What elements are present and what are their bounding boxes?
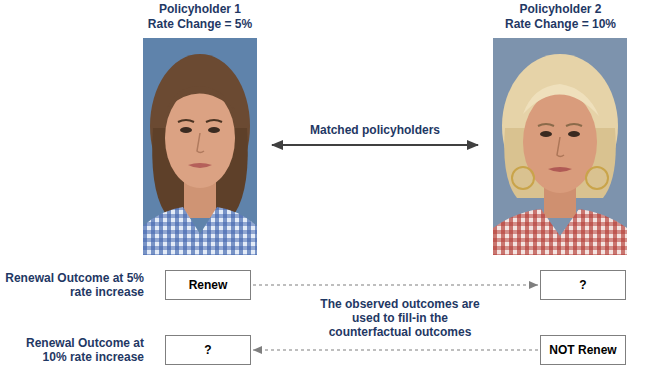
policyholder-node: Policyholder 1Rate Change = 5% (130, 2, 270, 256)
row-label: Renewal Outcome at 5% rate increase (2, 271, 144, 299)
outcome-text: ? (204, 343, 211, 357)
photo-shape (493, 38, 627, 255)
photo-shape (568, 131, 580, 137)
portrait-photo (143, 38, 257, 255)
photo-shape (586, 167, 608, 189)
outcome-text: Renew (189, 278, 228, 292)
photo-shape (523, 84, 599, 116)
outcome-box: ? (540, 270, 626, 300)
photo-shape (143, 207, 257, 255)
policyholder-node: Policyholder 2Rate Change = 10% (480, 2, 641, 256)
policyholder-name: Policyholder 2 (480, 2, 641, 17)
photo-shape (180, 127, 192, 133)
dashed-arrow (253, 284, 538, 285)
row-label: Renewal Outcome at 10% rate increase (2, 336, 144, 364)
photo-shape (197, 133, 204, 153)
portrait-photo (493, 38, 627, 255)
outcome-box: NOT Renew (540, 335, 626, 365)
photo-shape (548, 167, 572, 172)
photo-shape (566, 124, 582, 126)
policyholder-name: Policyholder 1 (130, 2, 270, 17)
photo-shape (538, 124, 554, 126)
photo-shape (188, 163, 212, 168)
photo-shape (167, 86, 235, 110)
outcome-text: ? (579, 278, 586, 292)
double-arrow (272, 144, 478, 146)
photo-shape (540, 131, 552, 137)
photo-shape (512, 167, 534, 189)
photo-shape (143, 38, 257, 255)
photo-shape (208, 127, 220, 133)
photo-shape (165, 88, 235, 188)
photo-shape (557, 137, 564, 157)
outcome-text: NOT Renew (549, 343, 616, 357)
photo-shape (206, 120, 222, 122)
outcome-box: ? (165, 335, 251, 365)
dashed-arrow (253, 349, 538, 350)
photo-shape (178, 120, 194, 122)
edge-label: Matched policyholders (305, 123, 445, 137)
explanation-note: The observed outcomes are used to fill-i… (313, 297, 487, 339)
photo-shape (493, 209, 627, 255)
rate-change: Rate Change = 10% (480, 17, 641, 32)
rate-change: Rate Change = 5% (130, 17, 270, 32)
photo-shape (502, 54, 618, 198)
outcome-box: Renew (165, 270, 251, 300)
